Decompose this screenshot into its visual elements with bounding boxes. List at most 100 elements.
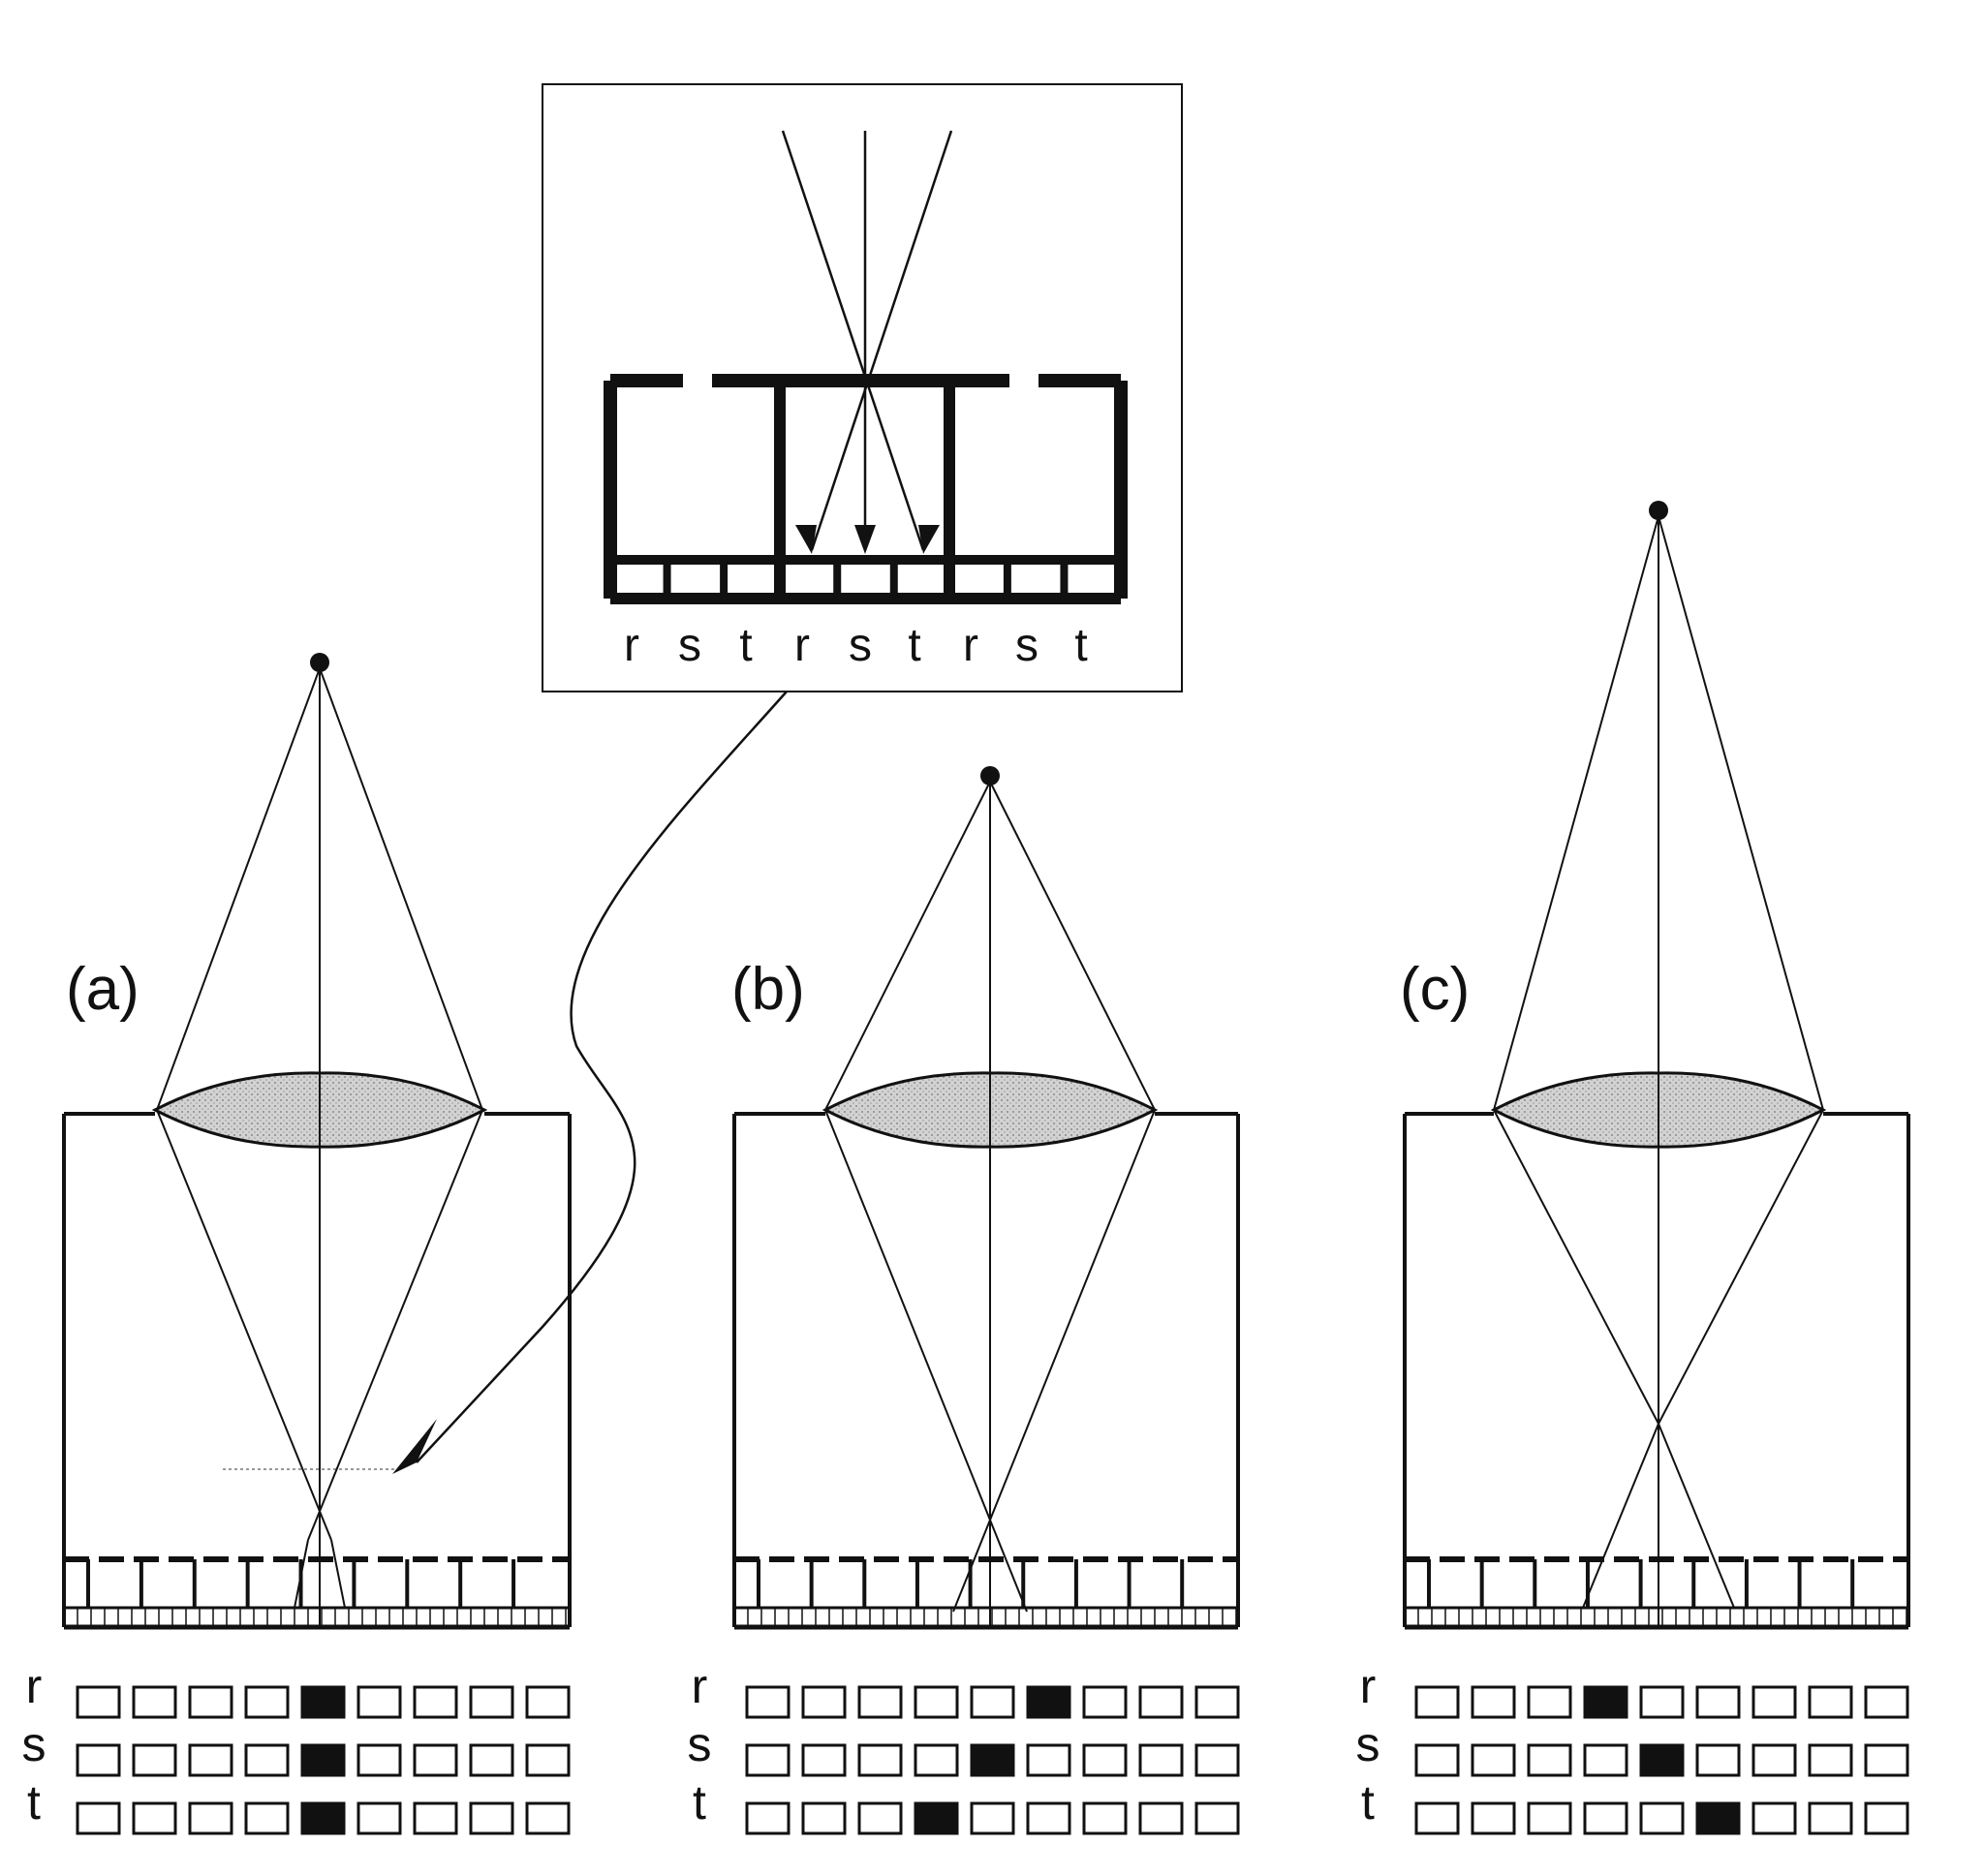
row-label-r: r — [692, 1659, 708, 1713]
inset-ray-r — [781, 130, 925, 551]
sensor-cell — [356, 1801, 402, 1835]
sensor-cell — [413, 1685, 458, 1719]
sensor-cell — [1414, 1685, 1460, 1719]
ray-right-upper — [319, 667, 483, 1111]
ray-right-lower — [307, 1109, 483, 1541]
sensor-cell — [970, 1685, 1015, 1719]
sensor-cell — [914, 1743, 959, 1777]
sensor-cell — [1026, 1801, 1071, 1835]
sensor-cell — [1808, 1685, 1853, 1719]
ray-left-upper — [1493, 515, 1659, 1111]
sensor-cell-active — [1583, 1685, 1628, 1719]
sensor-cell — [76, 1801, 121, 1835]
sensor-cell — [1082, 1685, 1128, 1719]
sensor-cell — [132, 1685, 177, 1719]
ray-left-lower — [824, 1109, 1028, 1613]
point-source-icon — [980, 766, 1000, 785]
sensor-cell — [1695, 1685, 1741, 1719]
sensor-cell — [1082, 1743, 1128, 1777]
sensor-cell — [1527, 1685, 1572, 1719]
callout-arrowhead-icon — [392, 1419, 437, 1474]
panel-label-b: (b) — [731, 956, 805, 1023]
sensor-cell — [970, 1801, 1015, 1835]
inset-label-t-1: t — [739, 620, 752, 671]
sensor-cell — [1414, 1743, 1460, 1777]
inset-frame — [542, 83, 1183, 692]
sensor-cell — [1583, 1801, 1628, 1835]
camera-c — [1403, 501, 1910, 1630]
inset-label-s-3: s — [1015, 620, 1038, 671]
panel-c: (c) r s t — [1356, 501, 1910, 1835]
sensor-rows-b: r s t — [688, 1659, 1240, 1835]
sensor-cell — [801, 1743, 847, 1777]
sensor-cell — [188, 1743, 233, 1777]
inset-ray-t — [810, 130, 953, 551]
sensor-cell-active — [1695, 1801, 1741, 1835]
ray-right-lower — [952, 1109, 1156, 1613]
inset-sensor-labels: r s t r s t r s t — [624, 620, 1088, 671]
sensor-cell — [356, 1685, 402, 1719]
panel-label-c: (c) — [1400, 956, 1470, 1023]
inset-arrowhead-icon — [854, 525, 876, 554]
inset-arrowhead-icon — [795, 525, 817, 554]
sensor-cell — [1639, 1685, 1685, 1719]
sensor-cell — [525, 1685, 571, 1719]
inset-label-r-1: r — [624, 620, 639, 671]
sensor-cell — [76, 1743, 121, 1777]
ray-left-diverge — [330, 1539, 346, 1609]
inset-label-t-2: t — [908, 620, 920, 671]
ray-right-upper — [989, 781, 1156, 1111]
sensor-cell — [857, 1743, 903, 1777]
sensor-cell — [1808, 1801, 1853, 1835]
camera-b — [732, 766, 1240, 1630]
sensor-cell — [1082, 1801, 1128, 1835]
sensor-cell — [525, 1743, 571, 1777]
sensor-cell — [244, 1801, 290, 1835]
sensor-cell-active — [300, 1685, 346, 1719]
sensor-cell — [1695, 1743, 1741, 1777]
sensor-cell-active — [970, 1743, 1015, 1777]
ray-left-diverge — [1582, 1423, 1659, 1609]
sensor-cell — [1414, 1801, 1460, 1835]
sensor-cell — [76, 1685, 121, 1719]
inset-label-r-2: r — [794, 620, 810, 671]
sensor-cell — [188, 1685, 233, 1719]
sensor-cell — [469, 1743, 514, 1777]
sensor-cell — [469, 1685, 514, 1719]
row-label-s: s — [22, 1717, 46, 1771]
sensor-cell — [525, 1801, 571, 1835]
sensor-cell — [1864, 1685, 1909, 1719]
row-label-r: r — [1360, 1659, 1377, 1713]
sensor-cell — [801, 1801, 847, 1835]
sensor-cell-active — [914, 1801, 959, 1835]
sensor-cell — [801, 1685, 847, 1719]
sensor-cell — [1639, 1801, 1685, 1835]
panel-label-a: (a) — [66, 956, 140, 1023]
panel-b: (b) r s t — [688, 766, 1240, 1835]
row-label-s: s — [1356, 1717, 1380, 1771]
ray-right-upper — [1658, 515, 1824, 1111]
sensor-cell — [1752, 1743, 1797, 1777]
inset-arrowhead-icon — [918, 525, 940, 554]
inset-microlens-sensor-drawing — [604, 130, 1128, 604]
ray-right-lower — [1658, 1109, 1824, 1425]
sensor-cell — [1864, 1801, 1909, 1835]
sensor-cell — [745, 1685, 790, 1719]
sensor-cell — [745, 1801, 790, 1835]
sensor-cell — [469, 1801, 514, 1835]
sensor-cell-active — [300, 1801, 346, 1835]
sensor-cell — [132, 1801, 177, 1835]
sensor-cell — [132, 1743, 177, 1777]
sensor-cell — [1527, 1743, 1572, 1777]
sensor-cell — [745, 1743, 790, 1777]
callout-connector — [223, 691, 788, 1474]
sensor-cell — [244, 1685, 290, 1719]
sensor-cell — [1864, 1743, 1909, 1777]
point-source-icon — [310, 653, 329, 672]
sensor-cell — [1471, 1743, 1516, 1777]
sensor-cell — [1138, 1685, 1184, 1719]
sensor-cell — [1752, 1801, 1797, 1835]
sensor-cell-active — [1639, 1743, 1685, 1777]
sensor-cell-active — [1026, 1685, 1071, 1719]
